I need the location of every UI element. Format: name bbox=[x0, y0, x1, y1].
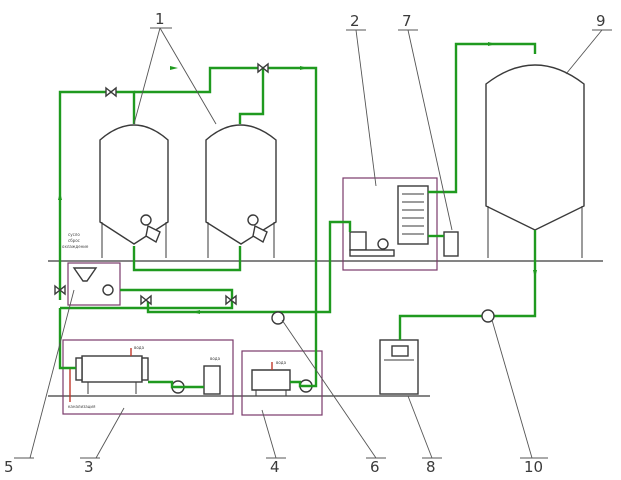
pipe-bottom-collector bbox=[132, 246, 242, 272]
callout-8: 8 bbox=[426, 458, 436, 476]
tank-note-1: сусло bbox=[68, 232, 80, 237]
callout-9: 9 bbox=[596, 12, 606, 30]
pump-6 bbox=[271, 311, 285, 325]
flow-arrow-1 bbox=[170, 66, 178, 70]
callout-5: 5 bbox=[4, 458, 14, 476]
callout-2: 2 bbox=[350, 12, 360, 30]
callout-4: 4 bbox=[270, 458, 280, 476]
valve-symbols bbox=[54, 62, 269, 306]
fermenter-tank-right bbox=[205, 124, 277, 258]
module-3-box bbox=[62, 339, 234, 415]
component-7-filter bbox=[443, 231, 459, 257]
storage-tank-large bbox=[485, 64, 585, 258]
module-4-box bbox=[241, 350, 323, 416]
callout-1: 1 bbox=[155, 10, 165, 28]
callout-6: 6 bbox=[370, 458, 380, 476]
module-2-small-tank bbox=[349, 231, 367, 251]
module-3-buffer-tank bbox=[203, 365, 221, 395]
module-3-water-label-out: вода bbox=[210, 356, 221, 361]
pipe-washer-loop bbox=[290, 340, 318, 388]
module-3-heater bbox=[75, 355, 149, 394]
tank-note-3: охлаждение bbox=[62, 244, 89, 249]
flow-arrow-3 bbox=[488, 42, 496, 46]
module-3-drain-label: канализация bbox=[68, 404, 96, 409]
flow-arrow-5 bbox=[192, 310, 200, 314]
heat-exchanger-plates bbox=[397, 185, 429, 245]
module-2-box bbox=[342, 177, 438, 271]
module-3-water-label-in: вода bbox=[134, 345, 145, 350]
flow-arrow-4 bbox=[533, 270, 537, 278]
pipe-top-link bbox=[134, 66, 318, 340]
leader-lines bbox=[29, 27, 603, 459]
flow-arrow-6 bbox=[58, 192, 62, 200]
pipe-to-storage-tank bbox=[428, 42, 537, 194]
pipe-to-module-2 bbox=[146, 220, 352, 314]
module-4-water-label: вода bbox=[276, 360, 287, 365]
leader-underlines bbox=[14, 27, 612, 459]
callout-3: 3 bbox=[84, 458, 94, 476]
pipe-right-tank-top bbox=[238, 68, 265, 124]
callout-10: 10 bbox=[524, 458, 543, 476]
pump-10 bbox=[481, 309, 495, 323]
tank-note-2: сброс bbox=[68, 238, 80, 243]
module-4-washer bbox=[251, 369, 291, 391]
pipe-heater-out bbox=[148, 380, 204, 389]
module-5-box bbox=[67, 262, 121, 306]
fermenter-tank-left bbox=[99, 124, 169, 258]
callout-7: 7 bbox=[402, 12, 412, 30]
module-2-pump bbox=[377, 238, 389, 250]
pipe-left-downline bbox=[58, 308, 76, 370]
module-2-base bbox=[349, 249, 395, 257]
module-5-hopper bbox=[72, 267, 98, 282]
module-5-pump bbox=[102, 284, 114, 296]
component-8-dispenser bbox=[379, 339, 419, 395]
pipe-storage-to-dispenser bbox=[398, 230, 537, 340]
flow-arrow-2 bbox=[300, 66, 308, 70]
